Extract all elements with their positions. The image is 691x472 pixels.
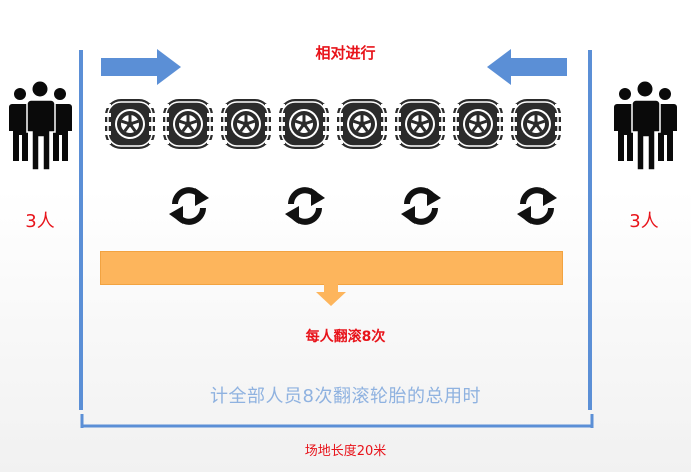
rotate-cycle-icon — [517, 187, 557, 225]
field-length-label: 场地长度20米 — [304, 444, 387, 459]
down-arrow-icon — [316, 284, 346, 306]
left-boundary-line — [79, 50, 83, 410]
left-arrow-icon — [487, 49, 567, 85]
tire-icon — [221, 99, 271, 149]
tire-icon — [511, 99, 561, 149]
right-arrow-icon — [101, 49, 181, 85]
timing-summary: 计全部人员8次翻滚轮胎的总用时 — [210, 386, 481, 407]
rotate-cycle-icon — [169, 187, 209, 225]
rolls-per-person-note: 每人翻滚8次 — [305, 329, 386, 345]
left-people-count: 3人 — [25, 211, 55, 232]
rotate-cycle-icon — [285, 187, 325, 225]
right-people-count: 3人 — [629, 211, 659, 232]
diagram-title: 相对进行 — [315, 44, 376, 62]
tire-icon — [337, 99, 387, 149]
tire-icon — [395, 99, 445, 149]
tire-icon — [105, 99, 155, 149]
tire-icon — [279, 99, 329, 149]
tire-icon — [453, 99, 503, 149]
field-length-bracket — [80, 414, 594, 428]
people-group-icon — [614, 81, 677, 171]
people-group-icon — [9, 81, 72, 171]
right-boundary-line — [588, 50, 592, 410]
rolling-track-bar — [100, 251, 563, 285]
tire-icon — [163, 99, 213, 149]
rotate-cycle-icon — [401, 187, 441, 225]
